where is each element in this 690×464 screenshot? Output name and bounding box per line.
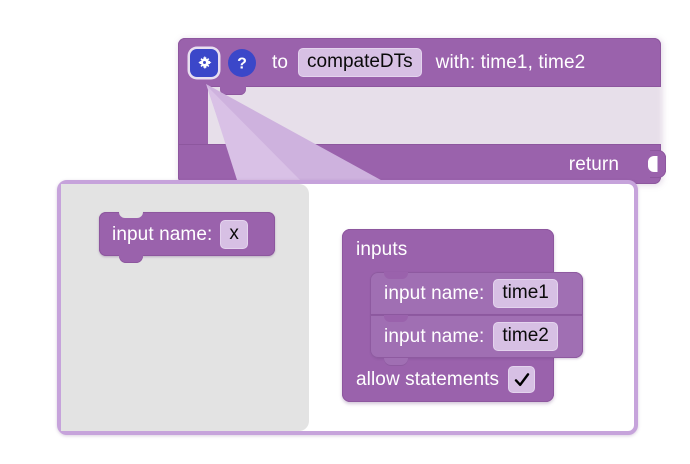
input-name-label-1: input name: [384, 283, 485, 304]
procedure-header-row: ? to compateDTs with: time1, time2 [178, 38, 661, 87]
mutator-input-block-2[interactable]: input name: time2 [370, 315, 583, 358]
procedure-left-rail [178, 86, 208, 144]
svg-text:?: ? [237, 55, 247, 72]
input-name-field-2[interactable]: time2 [493, 322, 558, 351]
procedure-definition-block[interactable]: ? to compateDTs with: time1, time2 retur… [178, 38, 666, 184]
input-block-2-row: input name: time2 [370, 315, 583, 358]
flyout-block-top-notch [119, 211, 143, 218]
input-name-label-2: input name: [384, 326, 485, 347]
flyout-input-name-field[interactable]: x [220, 219, 248, 249]
return-value-socket-cut [648, 156, 658, 172]
allow-statements-checkbox[interactable] [508, 366, 536, 393]
gear-icon[interactable] [190, 48, 218, 77]
with-params-label: with: time1, time2 [435, 52, 586, 73]
allow-statements-row[interactable]: allow statements [356, 366, 536, 393]
inputs-title-label: inputs [356, 239, 408, 260]
question-mark-icon[interactable]: ? [228, 48, 256, 77]
checkmark-icon [514, 372, 529, 386]
input-name-field-1[interactable]: time1 [493, 279, 558, 308]
flyout-input-name-block[interactable]: input name: x [99, 211, 275, 263]
flyout-input-name-label: input name: [112, 223, 213, 245]
return-row: return [178, 144, 661, 184]
mutator-input-block-1[interactable]: input name: time1 [370, 272, 583, 315]
input-block-1-notch [384, 272, 408, 279]
mutator-flyout[interactable]: input name: x [61, 184, 309, 431]
return-label: return [568, 153, 619, 175]
input-block-2-bottom-tab [384, 358, 408, 366]
mutator-bubble[interactable]: input name: x inputs input name: time1 [57, 180, 638, 435]
to-label: to [272, 52, 289, 73]
flyout-block-bottom-tab [119, 255, 143, 263]
allow-statements-label: allow statements [356, 369, 500, 390]
statement-input-notch [220, 86, 246, 95]
mutator-inputs-container-block[interactable]: inputs input name: time1 input name: tim… [342, 229, 583, 402]
procedure-name-field[interactable]: compateDTs [298, 48, 422, 77]
flyout-block-row: input name: x [99, 212, 275, 256]
input-block-1-row: input name: time1 [370, 272, 583, 315]
input-block-2-notch [384, 315, 408, 322]
